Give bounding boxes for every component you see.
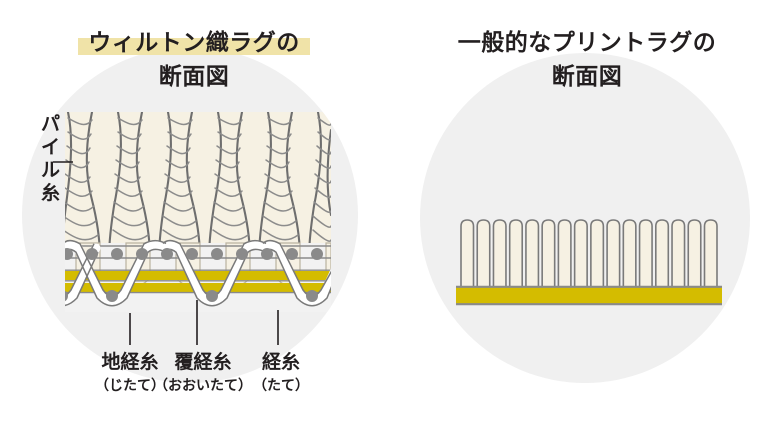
warp-callouts: 地経糸 （じたて） 覆経糸 （おおいたて） 経糸 （たて）	[95, 300, 309, 394]
pile-rod	[655, 219, 670, 294]
pile-rod	[638, 219, 653, 294]
callout-label-tate: 経糸	[262, 350, 300, 373]
title-highlight-bar	[78, 38, 310, 55]
right-circle-backdrop	[420, 53, 750, 383]
panel-wilton: パイル糸 地経糸 （じたて） 覆経糸 （おおいたて） 経糸 （たて） ウィルトン…	[22, 29, 358, 394]
pile-rod	[687, 219, 702, 294]
print-title-line2: 断面図	[552, 63, 623, 90]
pile-rod	[622, 219, 637, 294]
base-bar-fill	[456, 286, 722, 305]
callout-label-ooitate: 覆経糸	[173, 350, 231, 373]
pile-yarn-callout: パイル糸	[41, 113, 73, 204]
pile-rod	[590, 219, 605, 294]
pile-yarn-label: パイル糸	[41, 113, 60, 204]
callout-reading-ooitate: （おおいたて）	[154, 378, 252, 394]
weft-cross-section-dots-lower	[65, 290, 318, 302]
pile-rod	[508, 219, 523, 294]
callout-reading-jitate: （じたて）	[95, 378, 165, 394]
pile-rod	[671, 219, 686, 294]
pile-rod	[606, 219, 621, 294]
print-base-bar	[456, 285, 722, 306]
callout-reading-tate: （たて）	[253, 378, 309, 394]
pile-rod	[492, 219, 507, 294]
pile-rod	[557, 219, 572, 294]
wilton-weave-illustration	[65, 112, 331, 312]
panel-print: 一般的なプリントラグの 断面図	[420, 29, 750, 383]
print-pile-rods	[460, 219, 718, 294]
pile-rod	[573, 219, 588, 294]
pile-yarn-field	[65, 112, 331, 257]
pile-rod	[460, 219, 475, 294]
pile-rod	[525, 219, 540, 294]
pile-rod	[703, 219, 718, 294]
weft-cross-section-dots-upper	[65, 248, 323, 260]
pile-rod	[476, 219, 491, 294]
print-title-line1: 一般的なプリントラグの	[458, 29, 717, 56]
wilton-title-line1: ウィルトン織ラグの	[88, 29, 300, 56]
yellow-band-upper	[65, 271, 331, 280]
callout-label-jitate: 地経糸	[101, 350, 158, 373]
pile-rod	[541, 219, 556, 294]
wilton-title-line2: 断面図	[159, 63, 230, 90]
backing-structure	[65, 239, 331, 312]
